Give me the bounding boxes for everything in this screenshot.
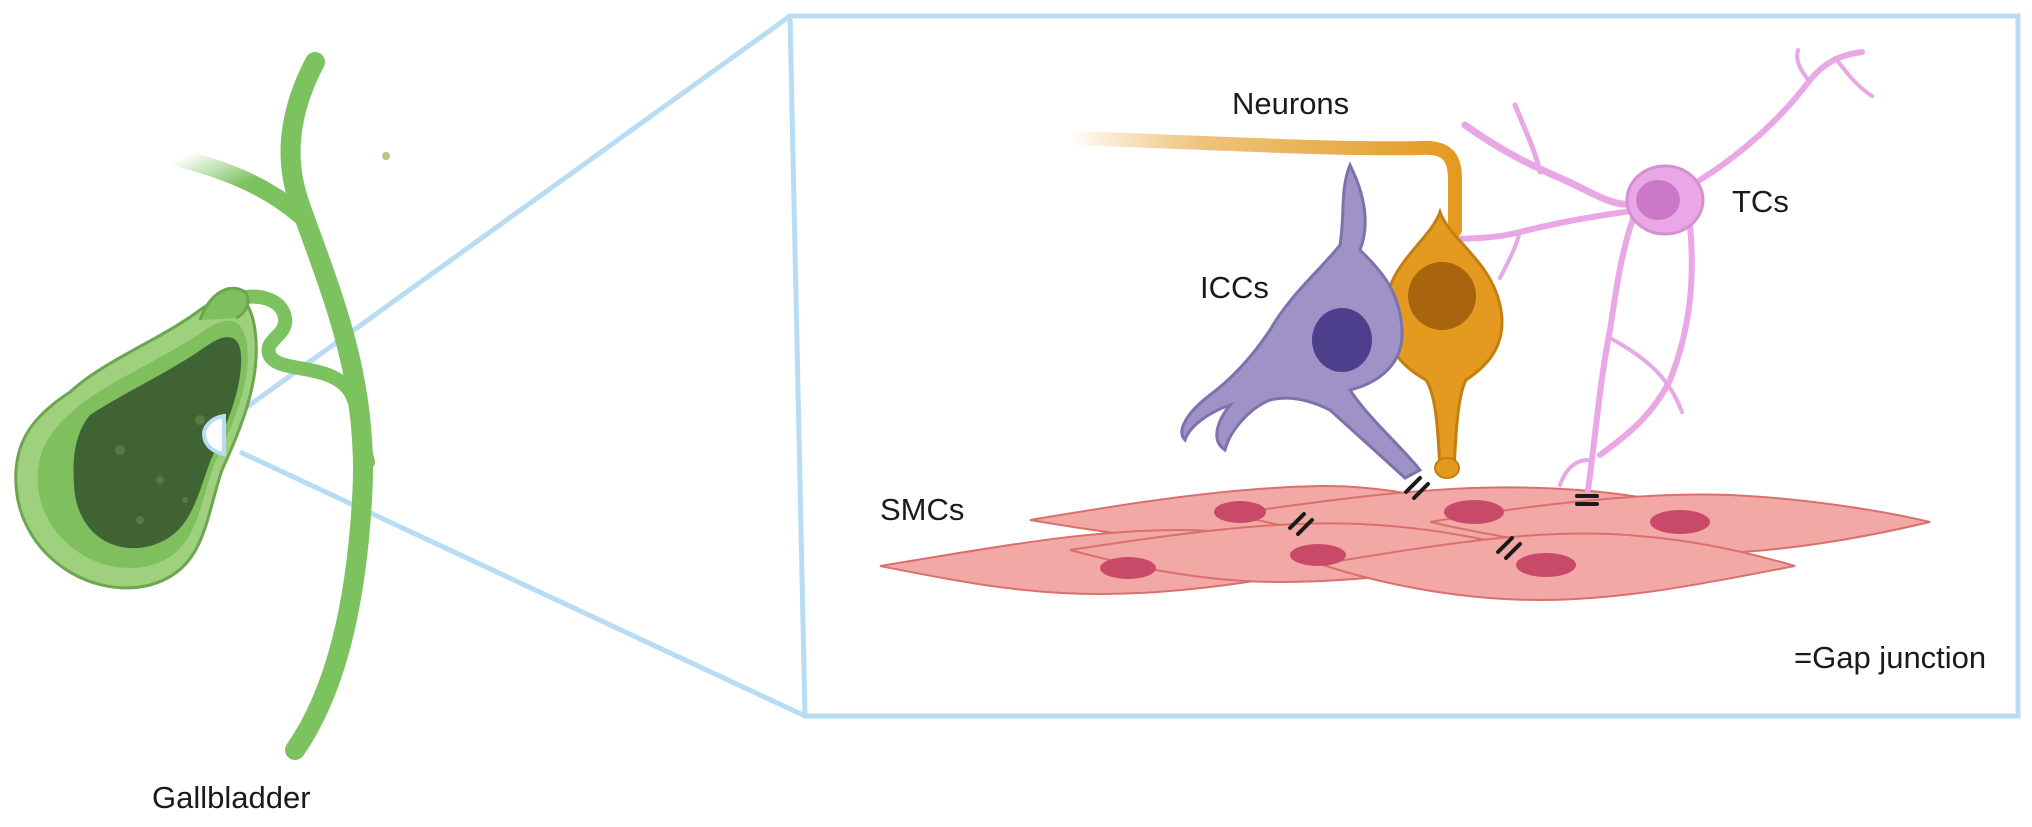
tc-process bbox=[1512, 102, 1543, 175]
tc-nucleus bbox=[1636, 180, 1680, 220]
bile-texture-spot bbox=[182, 497, 188, 503]
gap-junction-icon bbox=[1575, 494, 1599, 506]
zoom-focus-point bbox=[201, 413, 226, 457]
smc-nucleus bbox=[1290, 544, 1346, 566]
callout-line-bottom bbox=[238, 449, 807, 719]
neuron-terminal bbox=[1434, 457, 1460, 479]
zoom-callout bbox=[238, 13, 2021, 719]
tc-process bbox=[1498, 230, 1522, 280]
smc-nucleus bbox=[1444, 500, 1504, 524]
tc-process bbox=[1608, 336, 1684, 414]
bile-texture-spot bbox=[156, 476, 164, 484]
marker-dot bbox=[382, 152, 390, 160]
iccs-label: ICCs bbox=[1200, 270, 1269, 305]
hepatic-duct-branch bbox=[171, 149, 309, 224]
icc-body bbox=[1180, 161, 1423, 480]
callout-line-top bbox=[238, 13, 792, 415]
tc-process bbox=[1558, 458, 1590, 487]
tc-process bbox=[1597, 222, 1695, 458]
neuron-axon bbox=[1063, 131, 1462, 237]
smooth-muscle-cells bbox=[879, 484, 1931, 602]
tcs-label: TCs bbox=[1732, 184, 1789, 219]
smc-nucleus bbox=[1100, 557, 1156, 579]
neurons-label: Neurons bbox=[1232, 86, 1350, 121]
smcs-label: SMCs bbox=[880, 492, 965, 527]
zoom-frame bbox=[787, 13, 2021, 719]
tc-process bbox=[1795, 48, 1812, 84]
gap-junction-legend: =Gap junction bbox=[1794, 640, 1987, 675]
gallbladder-lumen bbox=[73, 337, 242, 549]
gallbladder-label: Gallbladder bbox=[152, 780, 311, 815]
tc-process bbox=[1461, 121, 1656, 208]
gap-junction-icon bbox=[1288, 512, 1314, 536]
gallbladder-illustration bbox=[14, 52, 390, 760]
telocyte bbox=[1427, 48, 1874, 493]
neuron bbox=[1063, 131, 1504, 479]
gap-junction-icon bbox=[1496, 536, 1522, 560]
tc-process bbox=[1697, 49, 1865, 183]
bile-texture-spot bbox=[136, 516, 144, 524]
smc-nucleus bbox=[1214, 501, 1266, 523]
bile-texture-spot bbox=[195, 415, 205, 425]
interstitial-cell-of-cajal bbox=[1180, 161, 1423, 480]
neuron-nucleus bbox=[1408, 262, 1476, 330]
smc-nucleus bbox=[1516, 553, 1576, 577]
bile-texture-spot bbox=[115, 445, 125, 455]
icc-nucleus bbox=[1312, 308, 1372, 372]
common-bile-duct bbox=[280, 52, 373, 760]
gallbladder-neck bbox=[198, 286, 250, 321]
gap-junction-icon bbox=[1404, 476, 1430, 500]
cystic-duct bbox=[228, 289, 375, 469]
tc-process bbox=[1833, 56, 1874, 98]
smc-nucleus bbox=[1650, 510, 1710, 534]
tc-process bbox=[1585, 202, 1641, 493]
gap-junctions bbox=[1288, 476, 1599, 560]
